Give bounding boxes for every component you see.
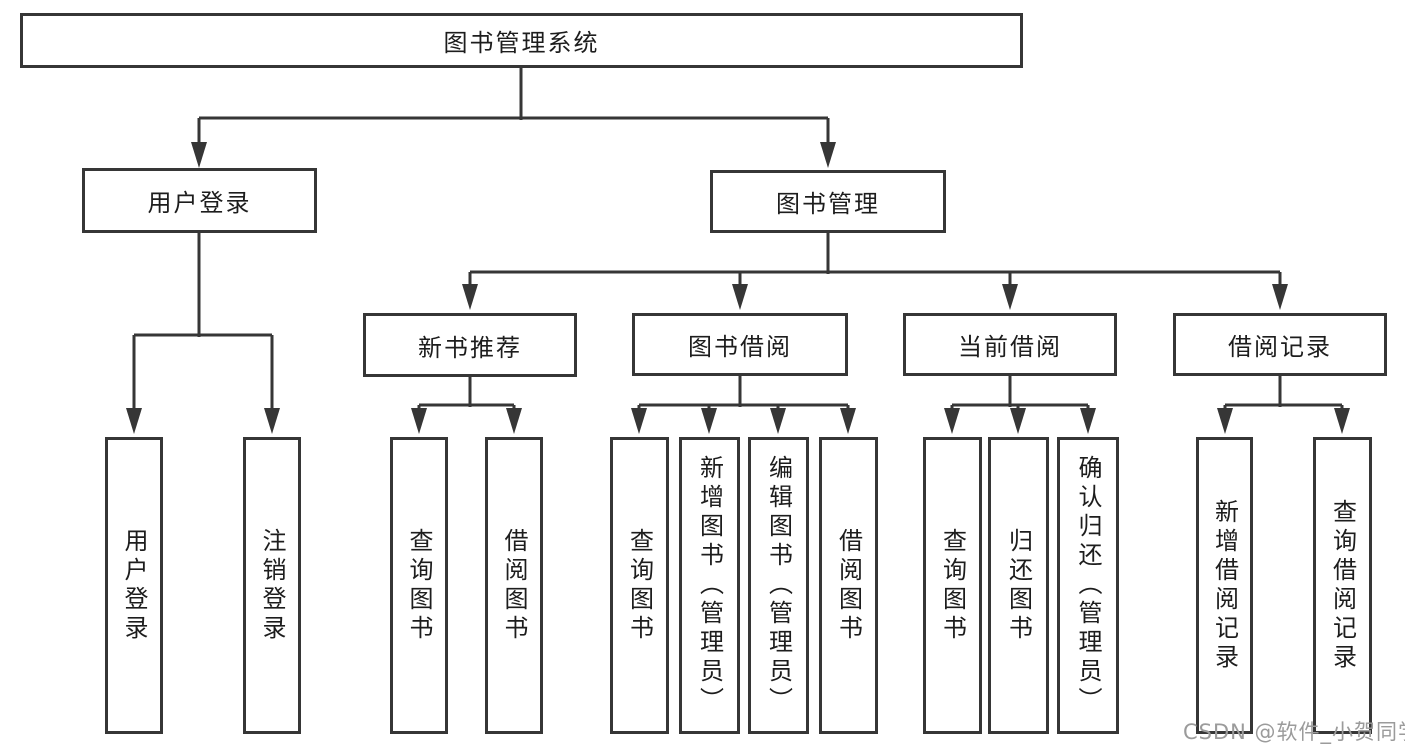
- node-current-borrowing: 当前借阅: [903, 313, 1117, 376]
- arrow-down-icon: [506, 405, 522, 434]
- arrow-down-icon: [191, 118, 207, 168]
- node-label: 图书借阅: [688, 333, 792, 361]
- arrow-down-icon: [770, 405, 786, 434]
- arrow-down-icon: [1080, 405, 1096, 434]
- leaf-label: 借阅图书: [500, 527, 528, 644]
- leaf-search-books-current: 查询图书: [923, 437, 982, 734]
- leaf-label: 注销登录: [258, 527, 286, 644]
- arrow-down-icon: [264, 335, 280, 434]
- node-user-login: 用户登录: [82, 168, 317, 233]
- node-label: 新书推荐: [418, 333, 522, 362]
- arrow-down-icon: [1272, 272, 1288, 310]
- csdn-watermark: CSDN @软件_小贺同学: [1183, 720, 1405, 744]
- arrow-down-icon: [840, 405, 856, 434]
- arrow-down-icon: [1002, 272, 1018, 310]
- arrow-down-icon: [462, 272, 478, 310]
- leaf-search-borrow-record: 查询借阅记录: [1313, 437, 1372, 734]
- leaf-label: 新增借阅记录: [1210, 498, 1239, 673]
- node-label: 当前借阅: [958, 333, 1062, 361]
- node-library-system: 图书管理系统: [20, 13, 1023, 68]
- node-book-management: 图书管理: [710, 170, 946, 233]
- leaf-user-login: 用户登录: [105, 437, 163, 734]
- leaf-label: 查询图书: [625, 527, 654, 644]
- node-new-book-recommend: 新书推荐: [363, 313, 577, 377]
- leaf-label: 编辑图书（管理员）: [764, 455, 793, 716]
- node-book-borrowing: 图书借阅: [632, 313, 848, 376]
- connector-current-borrowing-children: [944, 376, 1096, 434]
- connector-book-management-children: [462, 233, 1288, 310]
- arrow-down-icon: [411, 405, 427, 434]
- arrow-down-icon: [1217, 405, 1233, 434]
- arrow-down-icon: [820, 118, 836, 168]
- leaf-label: 确认归还（管理员）: [1074, 455, 1102, 716]
- leaf-label: 查询图书: [405, 527, 433, 644]
- leaf-edit-books-admin: 编辑图书（管理员）: [748, 437, 809, 734]
- leaf-label: 归还图书: [1004, 527, 1033, 644]
- arrow-down-icon: [631, 405, 647, 434]
- leaf-label: 查询图书: [938, 527, 967, 644]
- arrow-down-icon: [701, 405, 717, 434]
- node-label: 图书管理: [776, 190, 880, 218]
- connector-book-borrowing-children: [631, 376, 856, 434]
- node-label: 图书管理系统: [443, 29, 600, 57]
- leaf-borrow-books-recommend: 借阅图书: [485, 437, 543, 734]
- connector-root-to-level2: [191, 68, 836, 168]
- leaf-label: 用户登录: [120, 527, 148, 644]
- arrow-down-icon: [1010, 405, 1026, 434]
- arrow-down-icon: [126, 335, 142, 434]
- connector-user-login-children: [126, 233, 280, 434]
- leaf-logout: 注销登录: [243, 437, 301, 734]
- leaf-borrow-books: 借阅图书: [819, 437, 878, 734]
- leaf-label: 借阅图书: [834, 527, 863, 644]
- leaf-add-books-admin: 新增图书（管理员）: [679, 437, 740, 734]
- node-borrowing-records: 借阅记录: [1173, 313, 1387, 376]
- leaf-label: 新增图书（管理员）: [695, 455, 724, 716]
- leaf-confirm-return-admin: 确认归还（管理员）: [1057, 437, 1119, 734]
- leaf-add-borrow-record: 新增借阅记录: [1196, 437, 1253, 734]
- node-label: 用户登录: [147, 189, 252, 217]
- leaf-label: 查询借阅记录: [1328, 498, 1357, 673]
- arrow-down-icon: [944, 405, 960, 434]
- arrow-down-icon: [732, 272, 748, 310]
- connector-new-book-recommend-children: [411, 377, 522, 434]
- node-label: 借阅记录: [1228, 333, 1332, 361]
- leaf-search-books-borrowing: 查询图书: [610, 437, 669, 734]
- arrow-down-icon: [1334, 405, 1350, 434]
- leaf-return-books: 归还图书: [988, 437, 1049, 734]
- connector-borrowing-records-children: [1217, 376, 1350, 434]
- leaf-search-books-recommend: 查询图书: [390, 437, 448, 734]
